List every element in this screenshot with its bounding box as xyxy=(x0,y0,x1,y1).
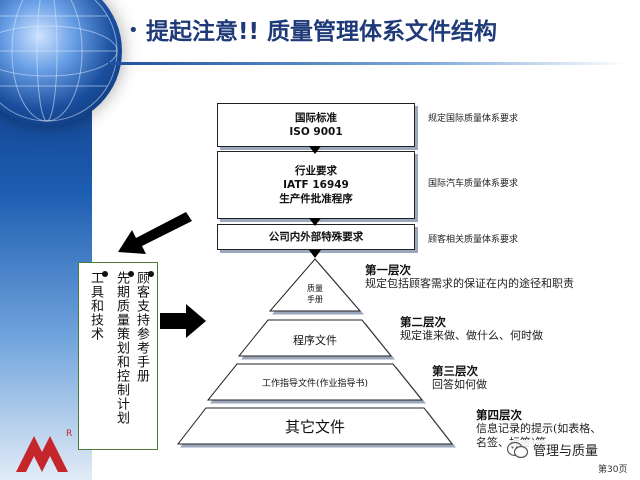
tools-col-apqp: 先期质量策划和控制计划 xyxy=(114,271,134,425)
iatf-box-line3: 生产件批准程序 xyxy=(279,193,353,206)
bullet-icon xyxy=(102,271,108,277)
tools-panel: 顾客支持参考手册 先期质量策划和控制计划 工具和技术 xyxy=(78,262,158,450)
iso-standard-box: 国际标准 ISO 9001 xyxy=(217,103,415,147)
connector-arrow-3 xyxy=(309,250,321,258)
tools-col-customer-manual: 顾客支持参考手册 xyxy=(134,271,154,383)
iatf-note: 国际汽车质量体系要求 xyxy=(428,179,519,189)
page-title: 提起注意!! 质量管理体系文件结构 xyxy=(146,19,497,45)
level-3-title: 第三层次 xyxy=(432,364,478,378)
tools-col-3-text: 工具和技术 xyxy=(88,271,103,341)
iso-box-line2: ISO 9001 xyxy=(289,126,343,138)
iso-note: 规定国际质量体系要求 xyxy=(428,114,519,124)
iatf-box-line1: 行业要求 xyxy=(295,164,337,177)
industry-requirement-box: 行业要求 IATF 16949 生产件批准程序 xyxy=(217,151,415,219)
tier1-label: 质量 手册 xyxy=(285,283,345,305)
wechat-icon xyxy=(507,441,529,458)
level-1-desc: 第一层次 规定包括顾客需求的保证在内的途径和职责 xyxy=(365,263,574,291)
right-arrow-icon xyxy=(160,304,206,338)
iatf-box-line2: IATF 16949 xyxy=(283,178,349,191)
tier2-label: 程序文件 xyxy=(293,334,337,347)
title-underline xyxy=(108,62,628,65)
bullet-icon xyxy=(128,271,134,277)
tier3-label: 工作指导文件(作业指导书) xyxy=(261,379,369,389)
level-2-title: 第二层次 xyxy=(400,315,446,329)
tools-col-techniques: 工具和技术 xyxy=(88,271,108,341)
connector-arrow-2 xyxy=(309,218,321,226)
watermark-text: 管理与质量 xyxy=(533,444,599,459)
level-2-desc: 第二层次 规定谁来做、做什么、何时做 xyxy=(400,315,543,343)
globe-icon xyxy=(0,0,122,126)
company-logo: R xyxy=(14,422,80,478)
connector-arrow-1 xyxy=(309,146,321,154)
diagonal-arrow-icon xyxy=(118,212,192,254)
level-3-text: 回答如何做 xyxy=(432,378,487,392)
level-1-text: 规定包括顾客需求的保证在内的途径和职责 xyxy=(365,277,574,291)
level-2-text: 规定谁来做、做什么、何时做 xyxy=(400,329,543,343)
customer-note: 顾客相关质量体系要求 xyxy=(428,235,519,245)
level-4-text-1: 信息记录的提示(如表格、 xyxy=(476,422,602,436)
watermark: 管理与质量 xyxy=(507,440,599,459)
page-number: 第30页 xyxy=(598,465,628,475)
tier1-label-line2: 手册 xyxy=(307,295,323,305)
level-4-title: 第四层次 xyxy=(476,408,522,422)
tier4-label: 其它文件 xyxy=(284,418,345,436)
level-3-desc: 第三层次 回答如何做 xyxy=(432,364,487,392)
customer-requirement-box: 公司内外部特殊要求 xyxy=(217,224,415,250)
tools-col-2-text: 先期质量策划和控制计划 xyxy=(114,271,129,425)
tier1-label-line1: 质量 xyxy=(307,284,323,293)
cust-box-text: 公司内外部特殊要求 xyxy=(268,230,364,243)
bullet-icon xyxy=(148,271,154,277)
title-bullet: • xyxy=(128,20,139,41)
tools-col-1-text: 顾客支持参考手册 xyxy=(134,271,149,383)
level-1-title: 第一层次 xyxy=(365,263,411,277)
logo-mark-text: R xyxy=(66,429,72,439)
iso-box-line1: 国际标准 xyxy=(295,111,337,124)
